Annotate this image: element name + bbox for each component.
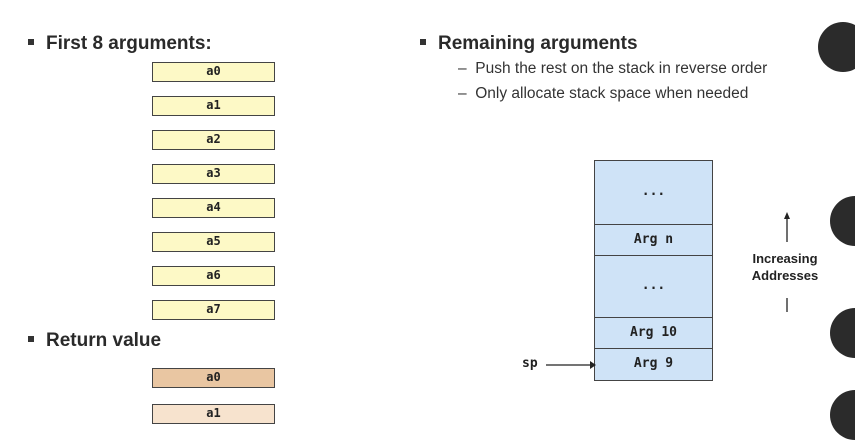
bullet-icon: [28, 38, 34, 45]
bullet-icon: [28, 335, 34, 342]
return-heading: Return value: [28, 330, 161, 352]
arg-register-a7: a7: [152, 300, 275, 320]
up-arrow-icon: [784, 212, 790, 242]
args-heading: First 8 arguments:: [28, 33, 212, 55]
sp-label: sp: [522, 356, 538, 371]
addr-tick-icon: [786, 298, 788, 312]
arg-register-a4: a4: [152, 198, 275, 218]
dark-circle-upper: [830, 196, 855, 246]
arg-register-a0: a0: [152, 62, 275, 82]
increasing-addresses-label: Increasing Addresses: [751, 251, 819, 283]
remaining-args-bullet-2: – Only allocate stack space when needed: [458, 85, 749, 102]
bullet-icon: [420, 38, 426, 45]
dark-circle-bottom: [830, 390, 855, 440]
dark-circle-top: [818, 22, 855, 72]
stack-cell-arg-10: Arg 10: [594, 317, 713, 350]
arg-register-a5: a5: [152, 232, 275, 252]
arg-register-a3: a3: [152, 164, 275, 184]
remaining-args-bullet-1: – Push the rest on the stack in reverse …: [458, 60, 768, 77]
stack-cell-arg-n: Arg n: [594, 224, 713, 257]
remaining-args-heading: Remaining arguments: [420, 33, 638, 55]
arg-register-a6: a6: [152, 266, 275, 286]
stack-cell-arg-9: Arg 9: [594, 348, 713, 381]
arg-register-a1: a1: [152, 96, 275, 116]
arg-register-a2: a2: [152, 130, 275, 150]
stack-cell-ellipsis-top: ...: [594, 160, 713, 226]
return-register-a1: a1: [152, 404, 275, 424]
stack-cell-ellipsis-mid: ...: [594, 255, 713, 319]
return-register-a0: a0: [152, 368, 275, 388]
sp-arrow-icon: [546, 361, 596, 369]
dark-circle-middle: [830, 308, 855, 358]
